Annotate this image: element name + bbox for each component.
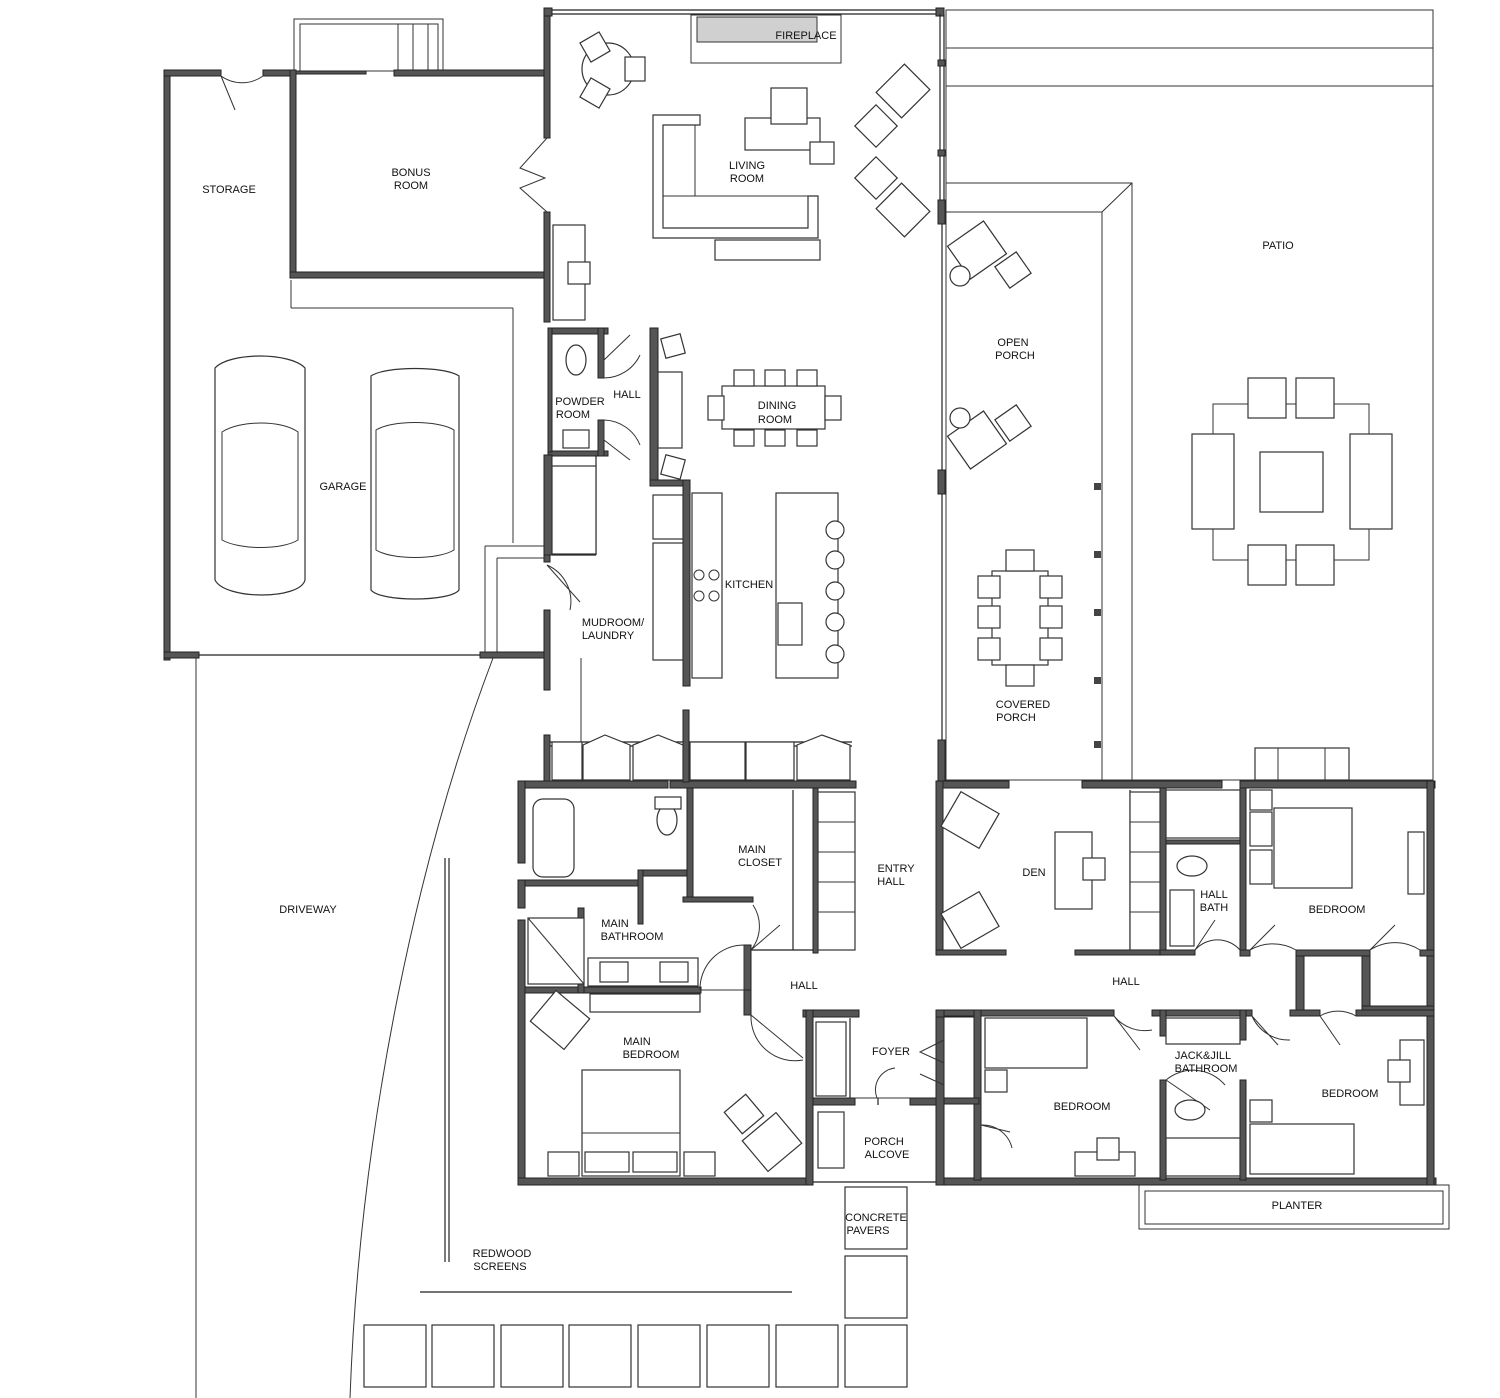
label-entry-hall-1: ENTRY: [877, 863, 915, 875]
label-porch-alcove-1: PORCH: [864, 1136, 904, 1148]
label-hall-bath-1: HALL: [1200, 889, 1228, 901]
label-bonus-room-2: ROOM: [394, 180, 428, 192]
label-concrete-pavers-2: PAVERS: [847, 1225, 890, 1237]
label-open-porch-1: OPEN: [997, 337, 1028, 349]
label-driveway: DRIVEWAY: [279, 904, 337, 916]
label-main-closet-2: CLOSET: [738, 857, 782, 869]
label-main-bath-2: BATHROOM: [601, 931, 664, 943]
label-bedroom-se: BEDROOM: [1322, 1088, 1379, 1100]
label-bonus-room-1: BONUS: [391, 167, 430, 179]
label-entry-hall-2: HALL: [877, 876, 905, 888]
car-left-icon: [214, 355, 306, 596]
car-right-icon: [370, 367, 460, 600]
fireplace-icon: [696, 16, 818, 43]
label-hall-upper: HALL: [613, 389, 641, 401]
label-hall-east: HALL: [1112, 976, 1140, 988]
label-concrete-pavers-1: CONCRETE: [845, 1212, 907, 1224]
label-redwood-screens-1: REDWOOD: [473, 1248, 532, 1260]
label-bedroom-mid: BEDROOM: [1054, 1101, 1111, 1113]
label-living-room-1: LIVING: [729, 160, 765, 172]
label-mudroom-2: LAUNDRY: [582, 630, 635, 642]
doors: [220, 75, 1421, 1149]
label-covered-porch-1: COVERED: [996, 699, 1050, 711]
label-mudroom-1: MUDROOM/: [582, 617, 645, 629]
label-powder-room-2: ROOM: [556, 409, 590, 421]
label-kitchen: KITCHEN: [725, 579, 773, 591]
label-covered-porch-2: PORCH: [996, 712, 1036, 724]
label-living-room-2: ROOM: [730, 173, 764, 185]
label-main-bath-1: MAIN: [601, 918, 629, 930]
label-porch-alcove-2: ALCOVE: [865, 1149, 910, 1161]
label-dining-room-1: DINING: [758, 400, 797, 412]
label-garage: GARAGE: [319, 481, 366, 493]
label-hall-main: HALL: [790, 980, 818, 992]
label-main-bedroom-1: MAIN: [623, 1036, 651, 1048]
patio-outline: [945, 9, 1434, 781]
label-foyer: FOYER: [872, 1046, 910, 1058]
site-elements: [195, 9, 1450, 1398]
label-main-closet-1: MAIN: [738, 844, 766, 856]
label-jack-and-jill-1: JACK&JILL: [1175, 1050, 1231, 1062]
label-den: DEN: [1022, 867, 1045, 879]
furniture: [214, 14, 1425, 1177]
label-fireplace: FIREPLACE: [775, 30, 836, 42]
label-hall-bath-2: BATH: [1200, 902, 1229, 914]
label-bedroom-ne: BEDROOM: [1309, 904, 1366, 916]
label-planter: PLANTER: [1272, 1200, 1323, 1212]
label-storage: STORAGE: [202, 184, 256, 196]
label-open-porch-2: PORCH: [995, 350, 1035, 362]
label-jack-and-jill-2: BATHROOM: [1175, 1063, 1238, 1075]
label-powder-room-1: POWDER: [555, 396, 605, 408]
label-main-bedroom-2: BEDROOM: [623, 1049, 680, 1061]
room-labels: FIREPLACE STORAGE BONUS ROOM LIVING ROOM…: [202, 30, 1378, 1273]
label-patio: PATIO: [1262, 240, 1294, 252]
label-dining-room-2: ROOM: [758, 414, 792, 426]
label-redwood-screens-2: SCREENS: [473, 1261, 526, 1273]
